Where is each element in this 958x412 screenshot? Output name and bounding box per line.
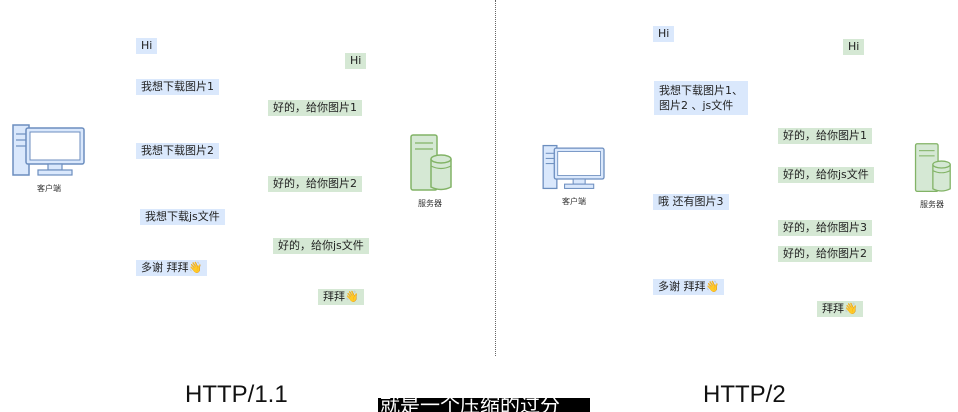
message-bubble: 好的，给你图片2 (268, 176, 362, 192)
message-bubble: 好的，给你图片3 (778, 220, 872, 236)
message-bubble: Hi (843, 39, 865, 55)
client-node-left: 客户端 (10, 122, 88, 194)
server-label: 服务器 (418, 199, 442, 208)
message-bubble: 哦 还有图片3 (653, 194, 729, 210)
subtitle-text: 就是一个压缩的过分 (380, 398, 560, 412)
server-icon (914, 143, 951, 193)
server-icon (410, 134, 452, 191)
message-bubble: 好的，给你js文件 (778, 167, 874, 183)
message-bubble: 拜拜👋 (318, 289, 364, 305)
message-bubble: Hi (136, 38, 158, 54)
message-bubble: 多谢 拜拜👋 (136, 260, 208, 276)
protocol-label-left: HTTP/1.1 (185, 381, 288, 408)
desktop-computer-icon (12, 124, 85, 176)
message-bubble: 我想下载图片2 (136, 143, 219, 159)
message-bubble: 好的，给你js文件 (273, 238, 369, 254)
message-bubble: 好的，给你图片1 (268, 100, 362, 116)
server-node-left: 服务器 (405, 133, 455, 209)
desktop-computer-icon (542, 144, 605, 190)
message-bubble: 多谢 拜拜👋 (653, 279, 725, 295)
protocol-label-right: HTTP/2 (703, 381, 786, 408)
server-label: 服务器 (920, 200, 944, 209)
video-subtitle: 就是一个压缩的过分 (378, 398, 590, 412)
client-node-right: 客户端 (540, 143, 608, 207)
message-bubble: 好的，给你图片2 (778, 246, 872, 262)
message-bubble: 我想下载js文件 (140, 209, 225, 225)
message-bubble: 拜拜👋 (817, 301, 863, 317)
message-bubble: 我想下载图片1、 图片2 、js文件 (654, 81, 748, 115)
message-bubble: 好的，给你图片1 (778, 128, 872, 144)
server-node-right: 服务器 (910, 142, 954, 210)
panel-divider (495, 0, 496, 356)
client-label: 客户端 (37, 184, 61, 193)
message-bubble: 我想下载图片1 (136, 79, 219, 95)
client-label: 客户端 (562, 197, 586, 206)
message-bubble: Hi (653, 26, 675, 42)
message-bubble: Hi (345, 53, 367, 69)
